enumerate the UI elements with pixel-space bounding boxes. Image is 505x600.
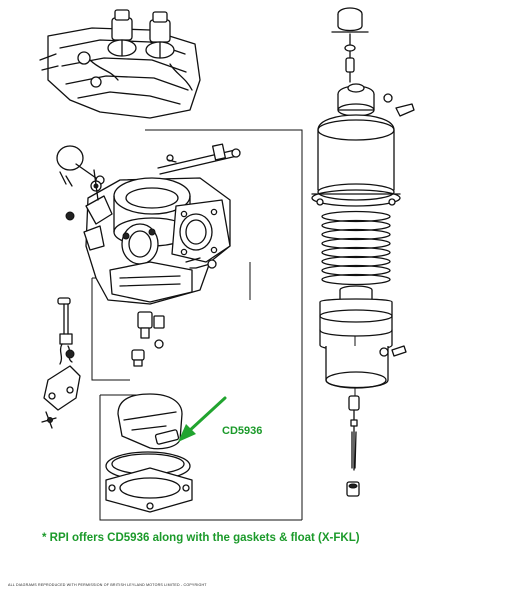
damper-cap <box>331 7 415 117</box>
carburettor-body <box>83 169 231 305</box>
spring-coil <box>321 264 391 277</box>
part-callout-label: CD5936 <box>222 425 263 437</box>
spring-coil <box>321 246 391 259</box>
availability-note: * RPI offers CD5936 along with the gaske… <box>42 532 360 544</box>
throttle-spindle <box>157 143 241 175</box>
spring-coil <box>321 228 391 241</box>
adjusting-nuts <box>131 311 165 367</box>
copyright-footer: All diagrams reproduced with permission … <box>8 583 207 587</box>
suction-chamber <box>311 83 401 207</box>
spring-coil <box>321 237 391 250</box>
spring-coil <box>321 255 391 268</box>
piston-spring <box>321 210 391 286</box>
lever-bracket <box>41 365 81 429</box>
spring-coil <box>321 219 391 232</box>
spring-coil <box>321 210 391 223</box>
float-chamber-lid <box>105 451 193 513</box>
piston <box>319 285 407 389</box>
throttle-disc <box>56 145 105 221</box>
engine-sketch <box>39 9 201 119</box>
jet-assembly <box>57 297 75 365</box>
float <box>117 393 183 450</box>
jet-needle <box>346 395 360 497</box>
callout-arrow <box>178 396 227 442</box>
spring-coil <box>321 273 391 286</box>
